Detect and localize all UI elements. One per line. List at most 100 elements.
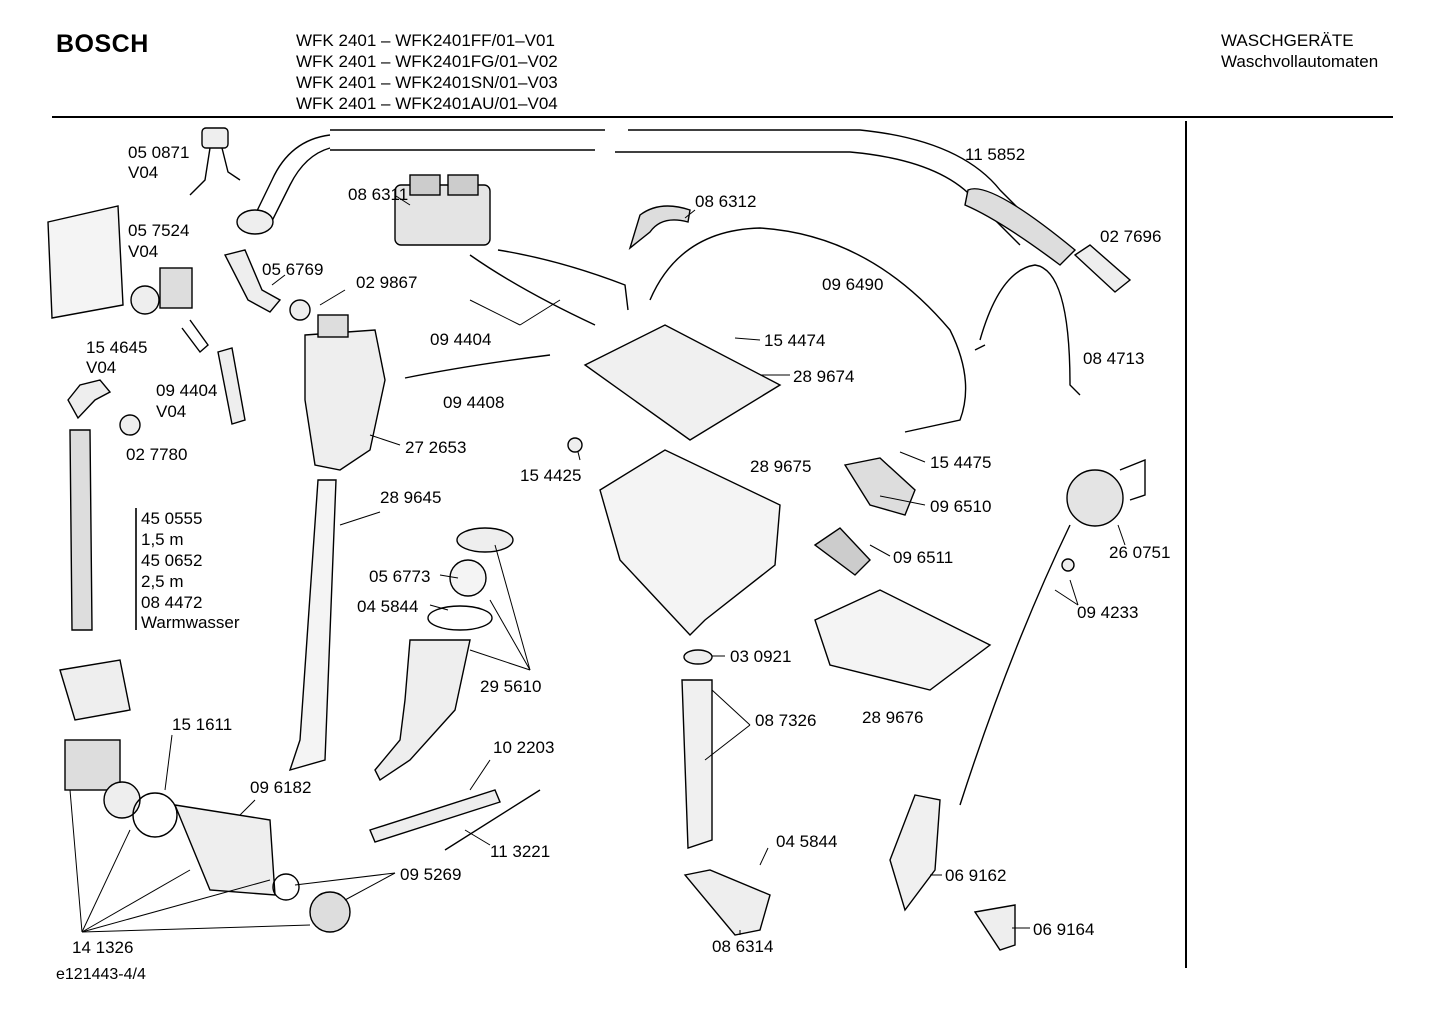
part-label: 15 4475: [930, 453, 991, 472]
part-label: 28 9674: [793, 367, 854, 386]
part-label: 05 0871: [128, 143, 189, 162]
variant-label: V04: [128, 242, 158, 261]
knob-069164: [973, 904, 1016, 951]
pressure-switch: [1066, 458, 1146, 527]
part-label: 11 3221: [490, 842, 550, 861]
part-label: 08 6312: [695, 192, 756, 211]
part-label: 15 4474: [764, 331, 825, 350]
part-label: 04 5844: [776, 832, 837, 851]
part-label: 08 4472: [141, 593, 202, 612]
rod-113221: [444, 789, 541, 851]
pump-housing: [173, 804, 276, 896]
pressure-hose: [959, 524, 1071, 806]
inlet-valve-double: [394, 174, 491, 246]
part-label: 09 6510: [930, 497, 991, 516]
part-label: 27 2653: [405, 438, 466, 457]
part-label: 15 4425: [520, 466, 581, 485]
part-label: 09 6182: [250, 778, 311, 797]
part-label: 02 7780: [126, 445, 187, 464]
part-label: 45 0555: [141, 509, 202, 528]
model-line: WFK 2401 – WFK2401FG/01–V02: [296, 52, 558, 71]
part-label: 04 5844: [357, 597, 418, 616]
hose-094408: [404, 354, 551, 379]
part-label: 28 9645: [380, 488, 441, 507]
part-label: 11 5852: [965, 145, 1025, 164]
part-label: 08 7326: [755, 711, 816, 730]
part-label: 06 9164: [1033, 920, 1094, 939]
vertical-hose: [288, 479, 337, 772]
soap-tub: [599, 449, 781, 637]
part-label: 08 4713: [1083, 349, 1144, 368]
part-label: 29 5610: [480, 677, 541, 696]
part-label: 15 4645: [86, 338, 147, 357]
filter-gasket: [272, 873, 300, 901]
bracket-069162: [889, 794, 941, 912]
model-list: WFK 2401 – WFK2401FF/01–V01 WFK 2401 – W…: [296, 30, 558, 114]
part-label: 09 5269: [400, 865, 461, 884]
drain-pump: [64, 739, 121, 791]
brand-logo: BOSCH: [56, 30, 149, 58]
pipe-seal: [683, 649, 713, 665]
tube-102203: [369, 789, 501, 843]
part-label: 10 2203: [493, 738, 554, 757]
part-label: 05 6769: [262, 260, 323, 279]
lint-filter: [309, 891, 351, 933]
part-label: 09 4233: [1077, 603, 1138, 622]
category-block: WASCHGERÄTE Waschvollautomaten: [1221, 30, 1378, 72]
part-label: 03 0921: [730, 647, 791, 666]
part-label: 09 4404: [156, 381, 217, 400]
drawer-housing: [583, 324, 782, 441]
part-label: 05 7524: [128, 221, 189, 240]
part-label: 14 1326: [72, 938, 133, 957]
hose-094404: [469, 249, 629, 326]
clip-096511: [813, 527, 871, 576]
variant-label: V04: [128, 163, 158, 182]
part-label: 09 6490: [822, 275, 883, 294]
part-label: 02 7696: [1100, 227, 1161, 246]
inlet-valve-single: [130, 267, 209, 354]
part-label: 26 0751: [1109, 543, 1170, 562]
drain-pipe: [681, 679, 713, 849]
part-label: 02 9867: [356, 273, 417, 292]
part-label: 45 0652: [141, 551, 202, 570]
drain-elbow: [67, 379, 112, 631]
part-label: 28 9675: [750, 457, 811, 476]
clip-096510: [843, 457, 916, 516]
elbow-hose: [223, 249, 282, 313]
nozzle: [567, 437, 583, 453]
part-label: 28 9676: [862, 708, 923, 727]
seal-ring: [289, 299, 311, 321]
hose-094404-v04: [217, 347, 246, 425]
hose-bracket: [974, 264, 1081, 396]
sump-hose: [374, 527, 514, 782]
category-subtitle: Waschvollautomaten: [1221, 52, 1379, 71]
connector-tube: [1073, 244, 1132, 293]
part-label: 08 6311: [348, 185, 408, 204]
drain-seal: [119, 414, 141, 436]
hose-clip: [1061, 558, 1075, 572]
drawing-id: e121443-4/4: [56, 966, 146, 983]
description-label: Warmwasser: [141, 613, 240, 632]
detergent-drawer: [814, 589, 992, 691]
bend-hose: [628, 205, 691, 250]
model-line: WFK 2401 – WFK2401AU/01–V04: [296, 94, 558, 113]
pump-cover: [59, 659, 131, 721]
leader-lines: [69, 195, 1126, 935]
part-label: 09 4404: [430, 330, 491, 349]
variant-label: V04: [156, 402, 186, 421]
model-line: WFK 2401 – WFK2401FF/01–V01: [296, 31, 555, 50]
category-title: WASCHGERÄTE: [1221, 31, 1354, 50]
y-connector: [189, 127, 241, 196]
model-line: WFK 2401 – WFK2401SN/01–V03: [296, 73, 558, 92]
outlet-hose: [683, 869, 771, 936]
pump-gasket: [132, 792, 178, 838]
part-label: 15 1611: [172, 715, 232, 734]
part-label: 08 6314: [712, 937, 773, 956]
length-label: 1,5 m: [141, 530, 184, 549]
variant-label: V04: [86, 358, 116, 377]
dispenser-tank: [304, 314, 386, 471]
part-label: 06 9162: [945, 866, 1006, 885]
hose-096490: [649, 227, 967, 433]
length-label: 2,5 m: [141, 572, 184, 591]
drain-hose: [236, 129, 1077, 266]
